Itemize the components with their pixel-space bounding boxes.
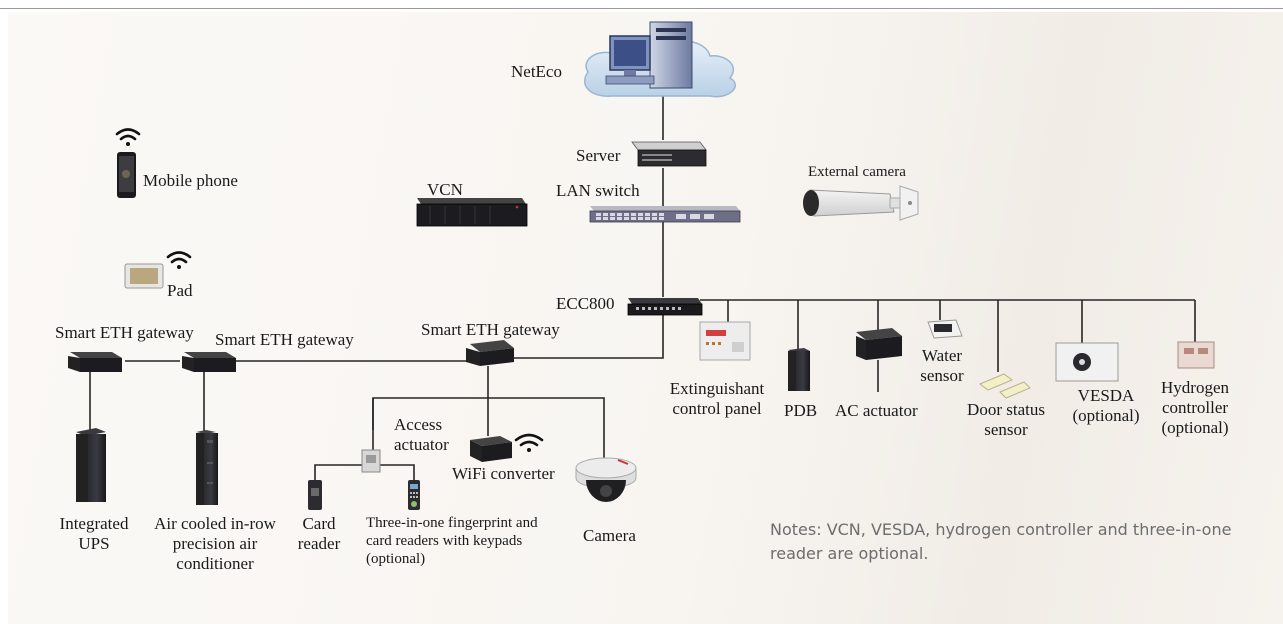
vesda-label: VESDA (optional) (1072, 386, 1139, 426)
smart-eth-gateway-1-label: Smart ETH gateway (55, 323, 194, 342)
server-icon (631, 141, 707, 167)
extinguishant-panel-icon (699, 321, 751, 361)
extinguishant-label-line: Extinguishant (669, 379, 765, 398)
extinguishant-panel-label: Extinguishant control panel (670, 379, 764, 419)
card-reader-label-line: Card (302, 514, 336, 533)
smart-eth-gateway-2-label: Smart ETH gateway (215, 330, 354, 349)
door-sensor-label: Door status sensor (967, 400, 1045, 440)
dome-camera-icon (575, 457, 637, 502)
mobile-phone-icon (117, 152, 136, 198)
wifi-converter-label: WiFi converter (452, 464, 555, 483)
water-sensor-label: Water sensor (920, 346, 963, 386)
vesda-icon (1055, 342, 1119, 382)
door-sensor-label-line: sensor (984, 420, 1028, 439)
air-conditioner-icon (196, 430, 218, 505)
door-sensor-label-line: Door status (967, 400, 1045, 419)
diagram-canvas (8, 12, 1283, 624)
lan-switch-label: LAN switch (556, 181, 640, 200)
smart-eth-gateway-1-icon (68, 352, 122, 372)
notes-text: Notes: VCN, VESDA, hydrogen controller a… (770, 520, 1232, 563)
three-in-one-label-line: (optional) (366, 551, 426, 567)
wifi-icon-converter (514, 433, 544, 452)
link-ecc800-gateway3 (512, 312, 664, 359)
lan-switch-icon (589, 206, 741, 223)
integrated-ups-label-line: UPS (78, 534, 110, 553)
camera-label: Camera (583, 526, 636, 545)
three-in-one-reader-label: Three-in-one fingerprint and card reader… (366, 514, 538, 568)
three-in-one-label-line: card readers with keypads (366, 533, 523, 549)
water-sensor-icon (927, 319, 963, 339)
ac-actuator-label: AC actuator (835, 401, 918, 420)
integrated-ups-label: Integrated UPS (60, 514, 129, 554)
vcn-label: VCN (427, 180, 463, 199)
pdb-icon (788, 348, 810, 391)
hydrogen-label-line: (optional) (1161, 418, 1229, 437)
mobile-phone-label: Mobile phone (143, 171, 238, 190)
vcn-icon (416, 198, 528, 227)
air-conditioner-label: Air cooled in-row precision air conditio… (154, 514, 276, 574)
integrated-ups-icon (76, 428, 106, 502)
card-reader-icon (308, 480, 322, 510)
integrated-ups-label-line: Integrated (59, 514, 129, 533)
access-actuator-label-line: actuator (394, 435, 449, 454)
pad-label: Pad (167, 281, 193, 300)
wifi-icon-phone (115, 128, 141, 146)
extinguishant-label-line: control panel (672, 399, 762, 418)
smart-eth-gateway-2-icon (182, 352, 236, 372)
wifi-converter-icon (470, 436, 512, 462)
air-conditioner-label-line: precision air (172, 534, 258, 553)
neteco-cloud-icon (583, 21, 737, 98)
access-actuator-label-line: Access (394, 415, 443, 434)
connection-lines (89, 50, 1196, 480)
access-actuator-icon (361, 449, 381, 473)
hydrogen-label-line: controller (1161, 398, 1229, 417)
external-camera-label: External camera (808, 164, 906, 180)
top-border (0, 8, 1283, 9)
card-reader-label-line: reader (297, 534, 341, 553)
ac-actuator-icon (856, 328, 902, 360)
three-in-one-reader-icon (408, 480, 420, 510)
door-sensor-icon (979, 373, 1031, 399)
vesda-label-line: (optional) (1072, 406, 1140, 425)
smart-eth-gateway-3-label: Smart ETH gateway (421, 320, 560, 339)
water-sensor-label-line: Water (921, 346, 963, 365)
hydrogen-controller-icon (1177, 341, 1215, 369)
card-reader-label: Card reader (298, 514, 340, 554)
water-sensor-label-line: sensor (920, 366, 964, 385)
pad-icon (124, 263, 164, 289)
hydrogen-label-line: Hydrogen (1161, 378, 1229, 397)
vesda-label-line: VESDA (1077, 386, 1135, 405)
smart-eth-gateway-3-icon (466, 340, 514, 366)
neteco-label: NetEco (511, 62, 562, 81)
ecc800-label: ECC800 (556, 294, 615, 313)
access-actuator-label: Access actuator (394, 415, 449, 455)
air-conditioner-label-line: conditioner (176, 554, 254, 573)
server-label: Server (576, 146, 621, 165)
hydrogen-controller-label: Hydrogen controller (optional) (1161, 378, 1229, 438)
wifi-icon-pad (166, 251, 192, 269)
three-in-one-label-line: Three-in-one fingerprint and (366, 515, 538, 531)
ecc800-icon (627, 298, 703, 316)
pdb-label: PDB (784, 401, 818, 420)
air-conditioner-label-line: Air cooled in-row (154, 514, 276, 533)
external-camera-icon (803, 185, 919, 221)
